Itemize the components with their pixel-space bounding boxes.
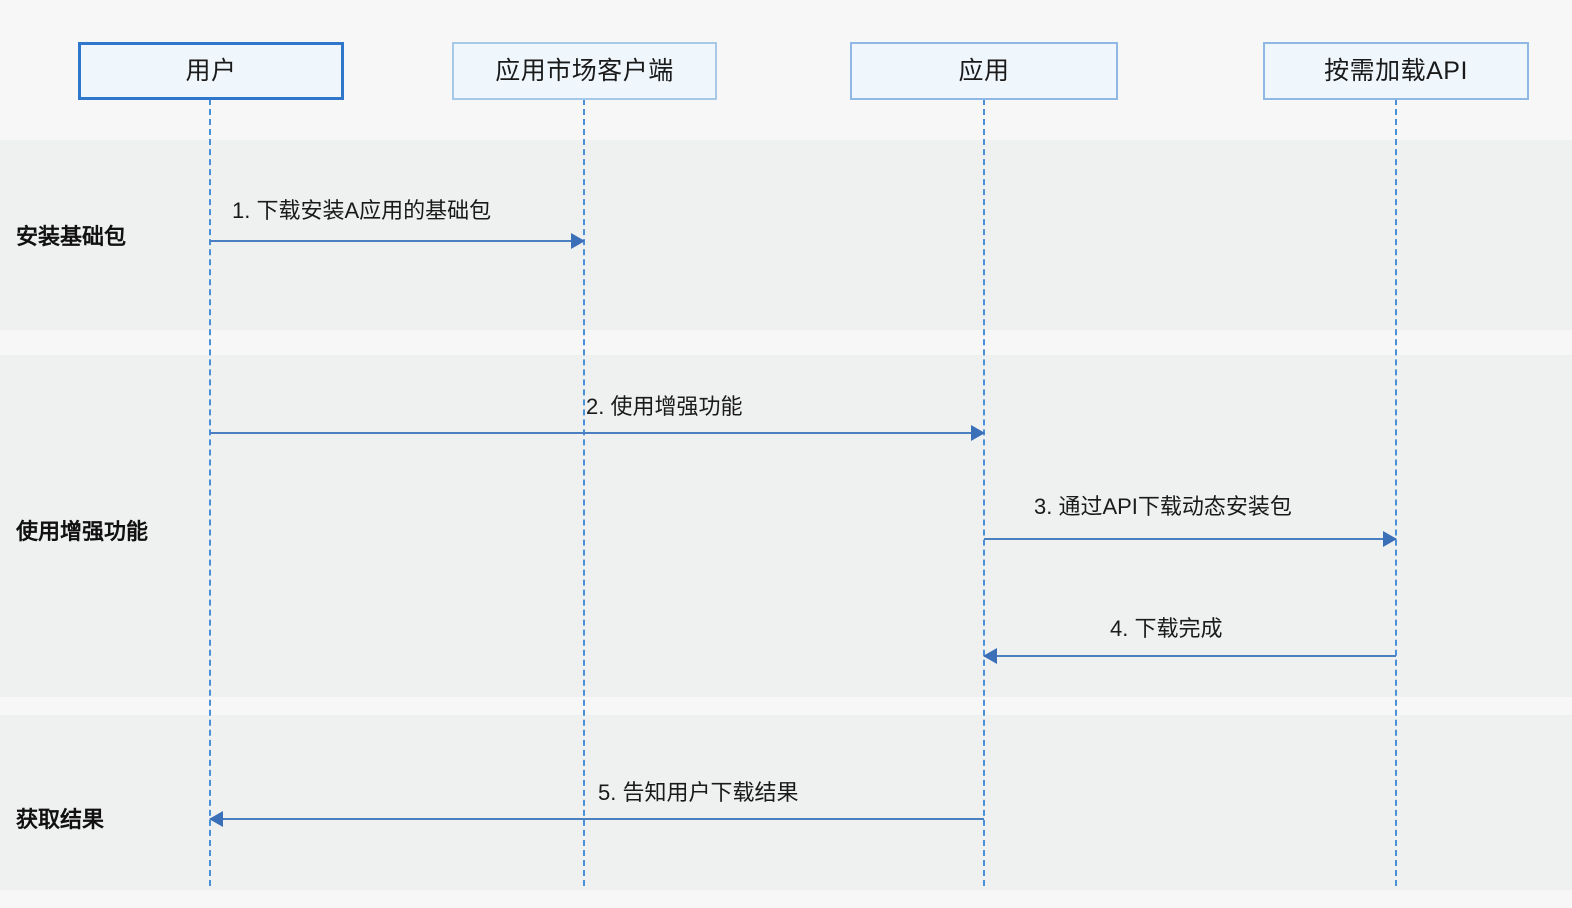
message-label-3: 3. 通过API下载动态安装包 (1034, 494, 1292, 519)
phase-band-2 (0, 355, 1572, 697)
participant-box-user[interactable]: 用户 (78, 42, 344, 100)
participant-label-api: 按需加载API (1324, 56, 1468, 85)
message-arrow-2 (210, 425, 985, 441)
message-line-3 (984, 538, 1396, 540)
lifeline-user (209, 99, 211, 886)
message-label-4: 4. 下载完成 (1110, 616, 1223, 641)
message-line-4 (984, 655, 1396, 657)
participant-box-store[interactable]: 应用市场客户端 (452, 42, 717, 100)
message-line-2 (210, 432, 984, 434)
message-label-2: 2. 使用增强功能 (586, 394, 743, 419)
phase-band-3 (0, 715, 1572, 890)
message-arrow-1 (210, 233, 585, 249)
arrowhead-right-3 (1383, 531, 1397, 547)
arrowhead-left-5 (209, 811, 223, 827)
message-label-1: 1. 下载安装A应用的基础包 (232, 198, 492, 223)
phase-label-install-base-package: 安装基础包 (16, 224, 127, 249)
message-arrow-4 (983, 648, 1396, 664)
lifeline-app (983, 99, 985, 886)
lifeline-store (583, 99, 585, 886)
lifeline-api (1395, 99, 1397, 886)
message-arrow-3 (984, 531, 1397, 547)
message-line-1 (210, 240, 584, 242)
message-arrow-5 (209, 811, 984, 827)
participant-label-store: 应用市场客户端 (495, 56, 674, 85)
arrowhead-left-4 (983, 648, 997, 664)
participant-label-app: 应用 (958, 56, 1010, 85)
phase-band-1 (0, 140, 1572, 330)
message-line-5 (210, 818, 984, 820)
arrowhead-right-1 (571, 233, 585, 249)
arrowhead-right-2 (971, 425, 985, 441)
participant-box-api[interactable]: 按需加载API (1263, 42, 1529, 100)
message-label-5: 5. 告知用户下载结果 (598, 780, 799, 805)
phase-label-get-result: 获取结果 (16, 807, 105, 832)
participant-box-app[interactable]: 应用 (850, 42, 1118, 100)
participant-label-user: 用户 (185, 56, 237, 85)
phase-label-use-enhanced-feature: 使用增强功能 (16, 519, 149, 544)
